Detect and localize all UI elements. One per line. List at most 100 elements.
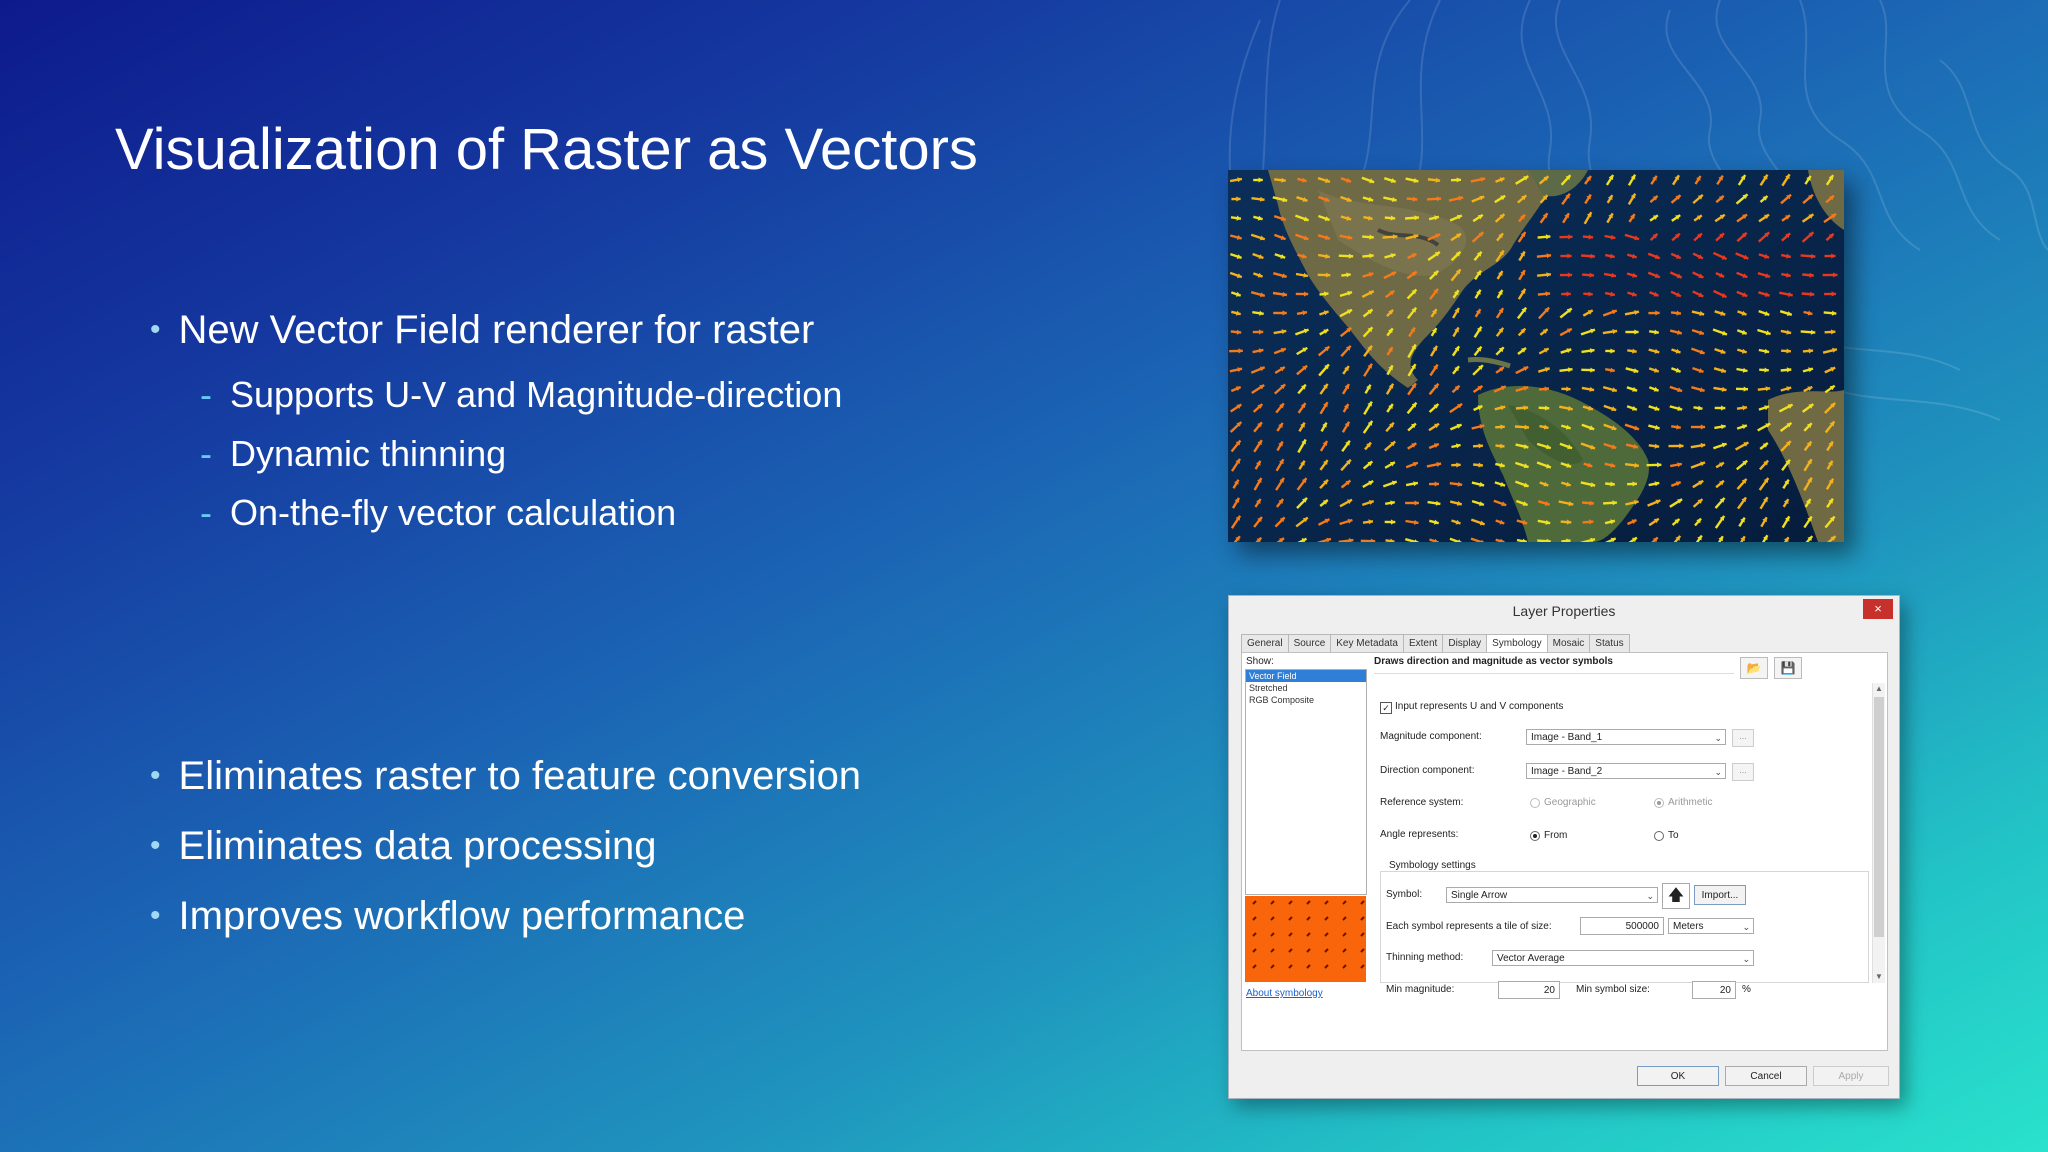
tab-display[interactable]: Display [1442,634,1488,652]
vector-arrow-head [1258,254,1264,259]
vector-arrow-head [1413,178,1419,183]
apply-button[interactable]: Apply [1813,1066,1889,1086]
vector-arrow-head [1590,482,1596,488]
vector-arrow-head [1325,178,1330,184]
vector-arrow-head [1303,272,1308,278]
vector-arrow-head [1259,366,1265,372]
bullet-item: •Eliminates data processing [150,824,657,869]
vector-arrow-head [1521,195,1527,201]
preview-arrow [1252,932,1257,937]
vector-arrow-head [1743,442,1749,447]
panel-scrollbar[interactable]: ▲ ▼ [1872,683,1885,983]
vector-arrow-head [1830,403,1836,408]
magnitude-select[interactable]: Image - Band_1⌄ [1526,729,1726,745]
vector-arrow-head [1302,517,1308,523]
tab-general[interactable]: General [1241,634,1289,652]
import-button[interactable]: Import... [1694,885,1746,905]
about-symbology-link[interactable]: About symbology [1246,988,1323,999]
vector-arrow-head [1258,329,1264,335]
vector-arrow-head [1634,462,1639,468]
tab-symbology[interactable]: Symbology [1486,634,1548,654]
vector-arrow-head [1677,499,1683,504]
tab-mosaic[interactable]: Mosaic [1546,634,1591,652]
tab-key-metadata[interactable]: Key Metadata [1330,634,1404,652]
thinning-method-select[interactable]: Vector Average⌄ [1492,950,1754,966]
tab-extent[interactable]: Extent [1402,634,1444,652]
radio-arithmetic[interactable] [1654,798,1664,808]
vector-arrow-head [1280,235,1286,240]
preview-arrow [1324,964,1329,969]
input-uv-checkbox[interactable]: ✓ [1380,702,1392,714]
preview-arrow [1342,916,1347,921]
vector-arrow-head [1499,177,1505,183]
vector-arrow-head [1302,347,1308,353]
vector-arrow-head [1589,348,1595,354]
tile-size-input[interactable]: 500000 [1580,917,1664,935]
ok-button[interactable]: OK [1637,1066,1719,1086]
vector-arrow-head [1786,367,1792,373]
vector-arrow-head [1520,270,1525,276]
vector-arrow-head [1831,310,1837,316]
vector-arrow-head [1610,367,1615,373]
vector-arrow-head [1325,235,1330,240]
vector-arrow-head [1300,403,1306,409]
vector-arrow-head [1807,516,1812,522]
vector-arrow-head [1675,367,1681,373]
vector-arrow-head [1303,235,1309,241]
list-item-stretched[interactable]: Stretched [1249,683,1288,693]
vector-arrow-head [1568,501,1574,507]
vector-arrow-head [1831,213,1836,219]
tab-status[interactable]: Status [1589,634,1630,652]
radio-to[interactable] [1654,831,1664,841]
vector-arrow-head [1700,424,1706,430]
vector-arrow-head [1391,480,1397,486]
chevron-up-icon[interactable]: ▲ [1875,684,1883,693]
preview-arrow [1306,900,1311,905]
vector-arrow-head [1257,517,1262,522]
tab-source[interactable]: Source [1287,634,1332,652]
close-icon[interactable]: × [1863,599,1893,619]
vector-arrow-head [1433,404,1439,409]
vector-arrow-head [1719,214,1725,220]
tile-unit-select[interactable]: Meters⌄ [1668,918,1754,934]
vector-arrow-head [1718,536,1723,542]
chevron-down-icon: ⌄ [1714,767,1722,777]
vector-arrow-head [1721,368,1726,373]
list-item-rgb-composite[interactable]: RGB Composite [1249,695,1315,705]
vector-arrow-head [1543,348,1549,353]
symbol-label: Symbol: [1386,889,1423,900]
vector-arrow-head [1414,539,1418,542]
save-icon[interactable]: 💾 [1774,657,1802,679]
chevron-down-icon[interactable]: ▼ [1875,972,1883,981]
vector-arrow-head [1499,519,1505,525]
folder-open-icon[interactable]: 📂 [1740,657,1768,679]
magnitude-browse-button[interactable]: ... [1732,729,1754,747]
vector-arrow-head [1742,292,1748,297]
arrow-up-icon[interactable]: 🡅 [1662,883,1690,909]
list-item-vector-field[interactable]: Vector Field [1246,670,1366,682]
tile-size-label: Each symbol represents a tile of size: [1386,921,1552,932]
vector-arrow-head [1433,443,1439,448]
radio-from[interactable] [1530,831,1540,841]
direction-select[interactable]: Image - Band_2⌄ [1526,763,1726,779]
vector-arrow-head [1347,290,1352,296]
vector-arrow-head [1324,216,1330,221]
cancel-button[interactable]: Cancel [1725,1066,1807,1086]
scrollbar-thumb[interactable] [1874,697,1884,937]
vector-arrow-head [1675,215,1681,220]
vector-arrow-head [1433,383,1439,389]
radio-geographic[interactable] [1530,798,1540,808]
direction-browse-button[interactable]: ... [1732,763,1754,781]
vector-arrow-head [1564,213,1569,219]
vector-arrow-head [1785,459,1790,465]
symbol-select[interactable]: Single Arrow⌄ [1446,887,1658,903]
vector-arrow-head [1762,196,1768,201]
min-symbol-size-input[interactable]: 20 [1692,981,1736,999]
vector-arrow-head [1699,387,1705,393]
vector-arrow-head [1454,346,1460,352]
vector-arrow-head [1323,291,1329,297]
vector-arrow-head [1433,364,1438,370]
vector-arrow-head [1677,406,1683,411]
min-magnitude-input[interactable]: 20 [1498,981,1560,999]
thinning-method-value: Vector Average [1497,953,1565,964]
